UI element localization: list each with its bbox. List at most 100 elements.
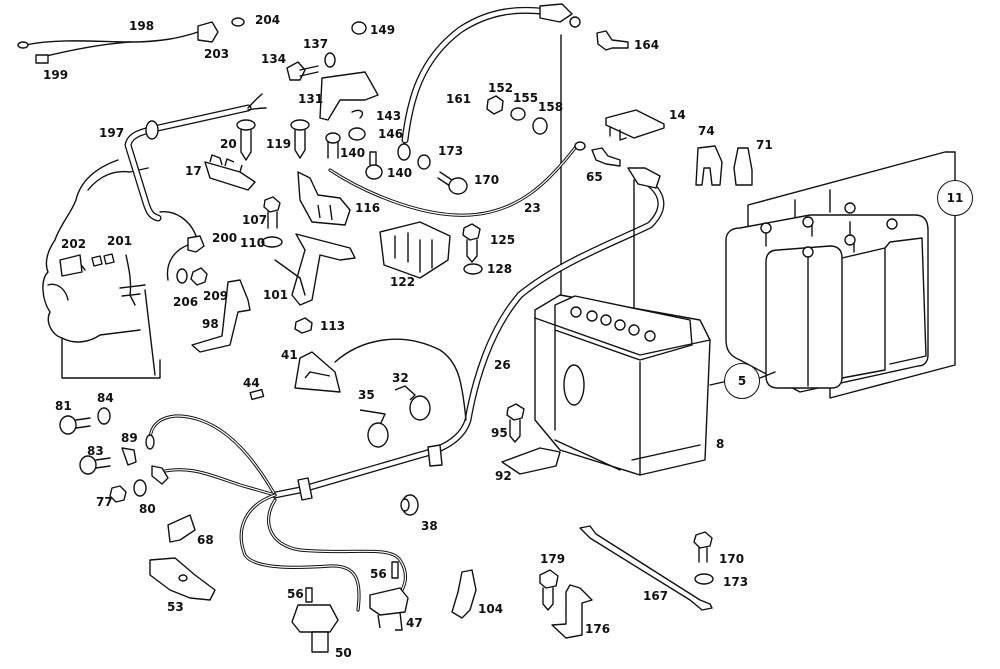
part-98-bracket (191, 279, 251, 353)
label-part-68: 68 (197, 533, 214, 547)
battery-8 (534, 294, 711, 476)
label-part-209: 209 (203, 289, 229, 303)
part-17-block (204, 154, 256, 191)
label-part-113: 113 (320, 319, 346, 333)
label-part-173-b: 173 (723, 575, 749, 589)
label-part-116: 116 (355, 201, 381, 215)
part-116-holder (297, 171, 351, 226)
label-part-131: 131 (298, 92, 324, 106)
label-part-197: 197 (99, 126, 125, 140)
sensors-47-50 (291, 561, 409, 653)
label-part-14: 14 (669, 108, 686, 122)
battery-cells-group (709, 151, 956, 399)
label-part-56-a: 56 (287, 587, 304, 601)
clips-74-71 (695, 145, 753, 186)
label-part-206: 206 (173, 295, 199, 309)
label-part-53: 53 (167, 600, 184, 614)
label-part-204: 204 (255, 13, 281, 27)
label-part-101: 101 (263, 288, 289, 302)
label-part-44: 44 (243, 376, 260, 390)
label-part-89: 89 (121, 431, 138, 445)
label-part-134: 134 (261, 52, 287, 66)
label-part-167: 167 (643, 589, 669, 603)
label-part-26: 26 (494, 358, 511, 372)
label-part-17: 17 (185, 164, 202, 178)
part-23-wire (328, 141, 586, 217)
label-part-137: 137 (303, 37, 329, 51)
label-part-65: 65 (586, 170, 603, 184)
label-part-179: 179 (540, 552, 566, 566)
label-part-98: 98 (202, 317, 219, 331)
label-part-104: 104 (478, 602, 504, 616)
label-part-47: 47 (406, 616, 423, 630)
hardware-81-89 (59, 407, 147, 503)
bracket-131-group (286, 21, 383, 180)
label-part-170-a: 170 (474, 173, 500, 187)
label-part-110: 110 (240, 236, 266, 250)
part-198-wire (17, 17, 245, 64)
label-part-140-b: 140 (387, 166, 413, 180)
nuts-152-158 (486, 95, 548, 135)
label-part-41: 41 (281, 348, 298, 362)
label-part-173-a: 173 (438, 144, 464, 158)
part-161-cable (397, 3, 581, 161)
label-part-95: 95 (491, 426, 508, 440)
label-part-50: 50 (335, 646, 352, 660)
parts-95-92 (501, 403, 561, 475)
label-part-71: 71 (756, 138, 773, 152)
label-part-122: 122 (390, 275, 416, 289)
part-167-strap (579, 525, 713, 611)
label-part-201: 201 (107, 234, 133, 248)
part-26-cable (271, 167, 665, 501)
callout-5: 5 (724, 363, 760, 399)
callout-11: 11 (937, 180, 973, 216)
grommets-32-35 (359, 385, 431, 448)
parts-68-53 (149, 514, 216, 601)
label-part-198: 198 (129, 19, 155, 33)
fuse-box-122-group (379, 221, 483, 279)
label-part-125: 125 (490, 233, 516, 247)
screws-20-119 (236, 119, 310, 161)
label-part-83: 83 (87, 444, 104, 458)
label-part-80: 80 (139, 502, 156, 516)
holder-41-group (249, 338, 467, 421)
label-part-149: 149 (370, 23, 396, 37)
parts-200-202 (59, 211, 208, 286)
harness-wires (145, 414, 408, 612)
parts-179-176 (539, 569, 593, 639)
label-part-119: 119 (266, 137, 292, 151)
label-part-158: 158 (538, 100, 564, 114)
bolt-170-173-lower (693, 531, 714, 585)
label-part-56-b: 56 (370, 567, 387, 581)
label-part-202: 202 (61, 237, 87, 251)
label-part-92: 92 (495, 469, 512, 483)
cover-14-group (591, 109, 665, 167)
label-part-161: 161 (446, 92, 472, 106)
label-part-81: 81 (55, 399, 72, 413)
label-part-152: 152 (488, 81, 514, 95)
label-part-146: 146 (378, 127, 404, 141)
label-part-164: 164 (634, 38, 660, 52)
part-164-bolt (596, 30, 629, 51)
label-part-20: 20 (220, 137, 237, 151)
label-part-155: 155 (513, 91, 539, 105)
label-part-77: 77 (96, 495, 113, 509)
label-part-170-b: 170 (719, 552, 745, 566)
label-part-84: 84 (97, 391, 114, 405)
label-part-35: 35 (358, 388, 375, 402)
label-part-140-a: 140 (340, 146, 366, 160)
part-197-sensor (124, 93, 267, 222)
label-part-203: 203 (204, 47, 230, 61)
bracket-101-group (261, 196, 356, 334)
label-part-143: 143 (376, 109, 402, 123)
label-part-107: 107 (242, 213, 268, 227)
part-104-clip (451, 569, 477, 619)
bolt-170-173 (417, 154, 468, 195)
label-part-199: 199 (43, 68, 69, 82)
label-part-32: 32 (392, 371, 409, 385)
engine-block-outline (42, 159, 161, 379)
label-part-74: 74 (698, 124, 715, 138)
label-part-128: 128 (487, 262, 513, 276)
